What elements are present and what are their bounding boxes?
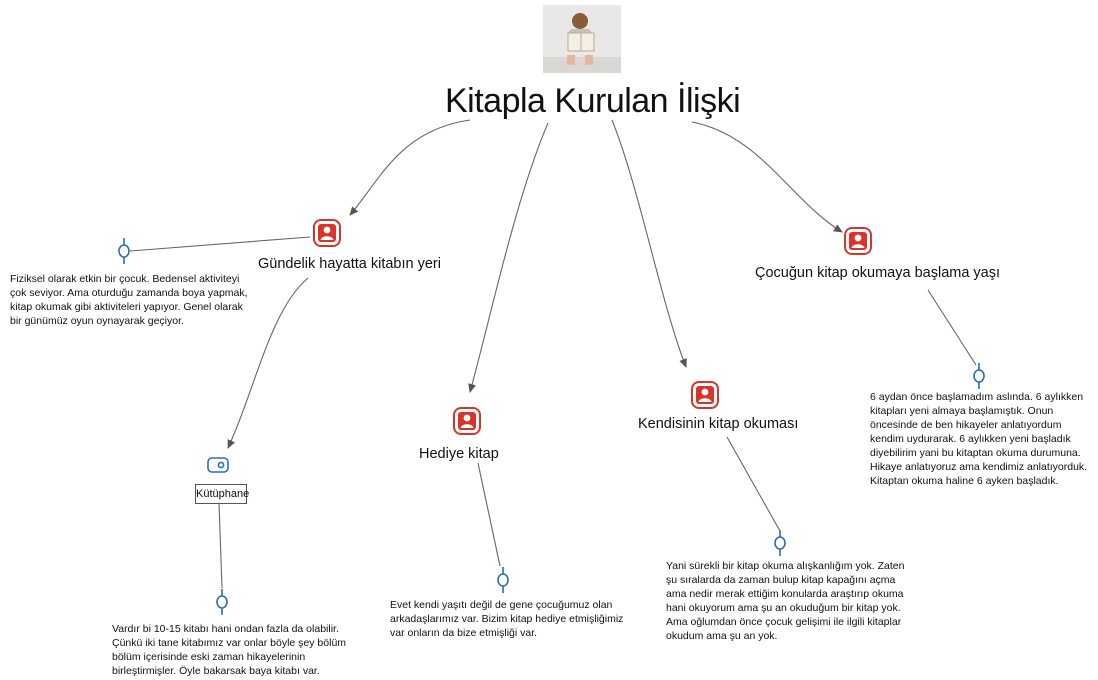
edge-gundelik-kutuphane [227,277,309,449]
memo-pin-icon[interactable] [117,237,131,265]
node-cocugun-kitap-okuma-yasi[interactable]: Çocuğun kitap okumaya başlama yaşı [755,265,1001,281]
memo-yani: Yani sürekli bir kitap okuma alışkanlığı… [666,560,905,642]
diagram-title: Kitapla Kurulan İlişki [445,82,741,120]
node-hediye-kitap[interactable]: Hediye kitap [419,446,499,462]
edge-title-cocugun [691,121,843,233]
node-gundelik-hayatta[interactable]: Gündelik hayatta kitabın yeri [258,256,441,272]
memo-evet: Evet kendi yaşıtı değil de gene çocuğumu… [390,599,624,639]
memo-alti-ay: 6 aydan önce başlamadım aslında. 6 aylık… [870,391,1088,487]
edge-hediye-evet [477,462,501,567]
edge-gundelik-fiziksel [129,236,311,252]
edge-title-gundelik [349,119,471,216]
case-person-icon[interactable] [843,226,873,256]
case-person-icon[interactable] [690,380,720,410]
edge-cocugun-alti [927,289,977,366]
memo-pin-icon[interactable] [215,588,229,616]
edge-title-kendisi [611,119,687,368]
memo-fiziksel: Fiziksel olarak etkin bir çocuk. Bedense… [10,273,248,327]
case-person-icon[interactable] [312,218,342,248]
case-person-icon[interactable] [452,406,482,436]
set-icon[interactable] [206,456,230,474]
node-kutuphane[interactable]: Kütüphane [195,484,249,504]
memo-pin-icon[interactable] [773,529,787,557]
edge-title-hediye [468,122,549,393]
memo-pin-icon[interactable] [496,566,510,594]
edge-kutuphane-vardir [218,502,223,589]
memo-vardir: Vardır bi 10-15 kitabı hani ondan fazla … [112,623,347,677]
node-kendisinin-kitap-okumasi[interactable]: Kendisinin kitap okuması [638,416,799,432]
memo-pin-icon[interactable] [972,362,986,390]
edge-kendisi-yani [726,436,781,532]
child-reading-photo [543,5,621,73]
